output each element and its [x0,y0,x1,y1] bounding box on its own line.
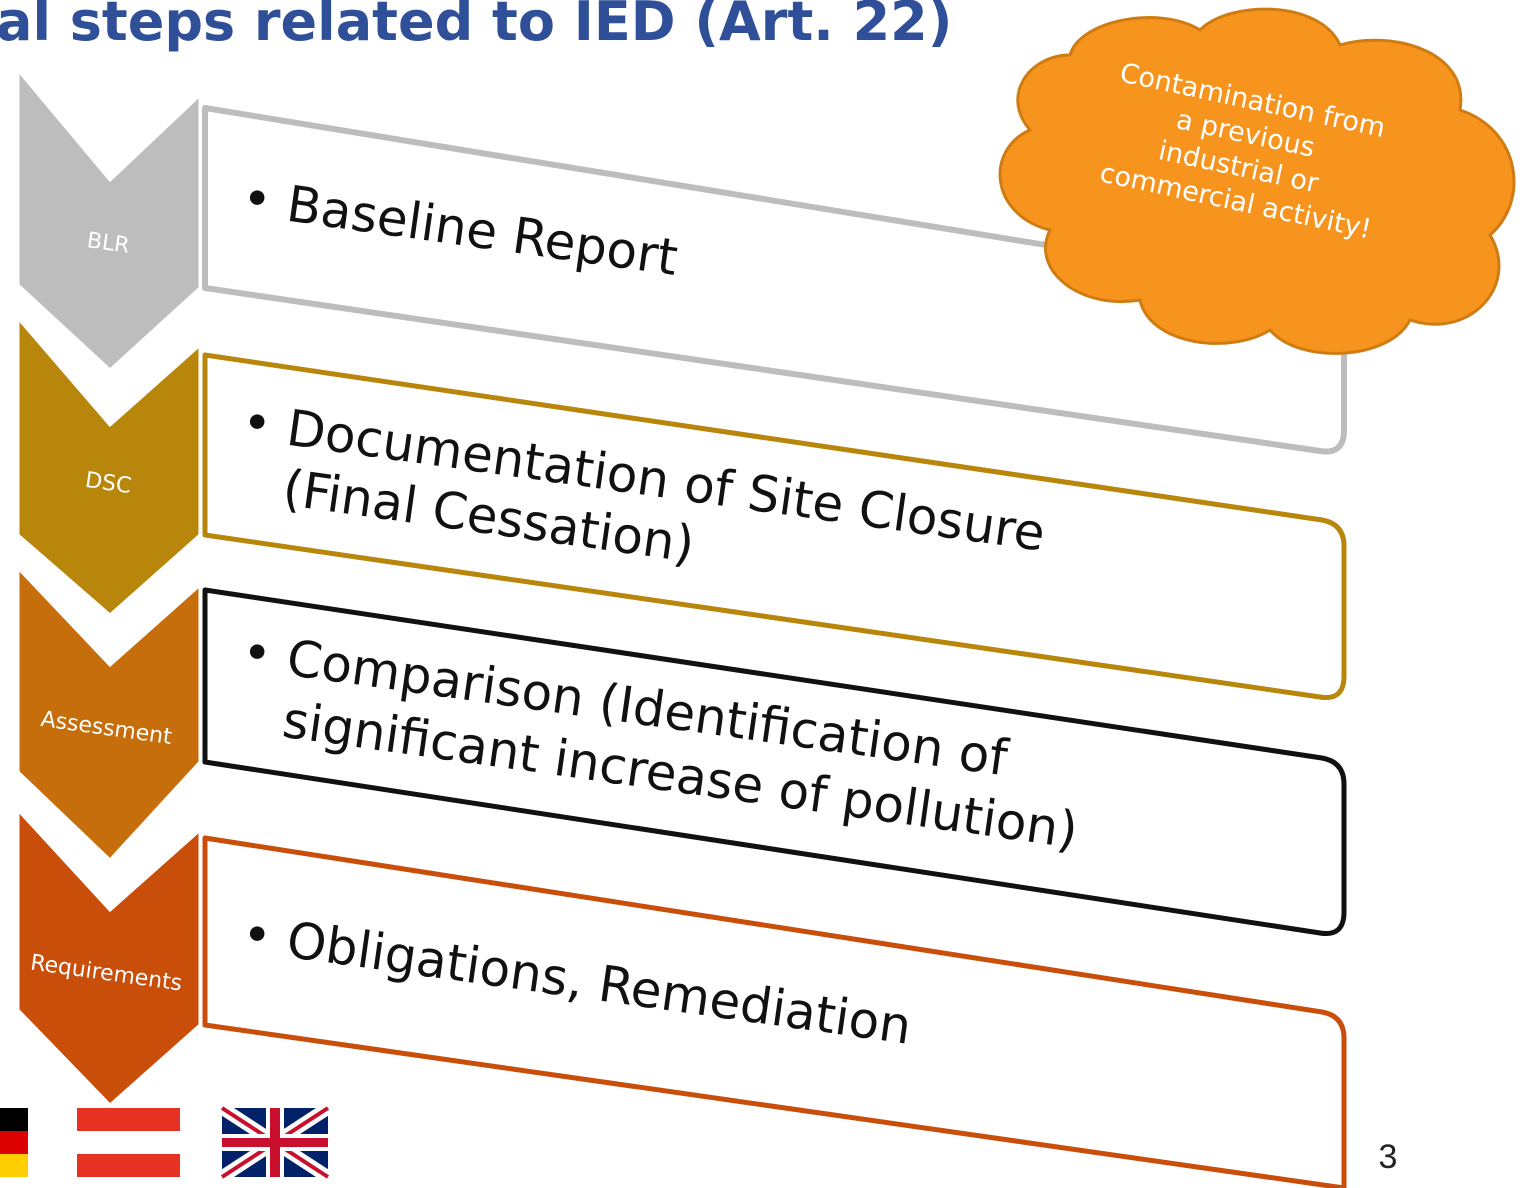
page-number: 3 [1379,1138,1398,1176]
step-blr: BLR • Baseline Report [16,65,1347,455]
step-dsc-box [202,352,1347,701]
step-assessment-box [202,587,1347,937]
step-dsc: DSC • Documentation of Site Closure (Fin… [16,313,1347,701]
uk-flag-icon [218,1102,332,1183]
germany-flag-icon [0,1108,28,1177]
slide-title: al steps related to IED (Art. 22) [0,0,952,53]
step-assessment: Assessment • Comparison (Identification … [16,564,1347,937]
step-requirements: Requirements • Obligations, Remediation [16,806,1347,1188]
austria-flag-icon [77,1108,180,1177]
step-requirements-box [202,835,1347,1188]
step-dsc-chevron [16,313,202,617]
step-blr-chevron [16,65,202,373]
step-blr-label: BLR [85,228,131,259]
contamination-callout: Contamination from a previous industrial… [998,7,1516,355]
cloud-shape [998,7,1516,355]
step-requirements-chevron [16,806,202,1108]
step-assessment-chevron [16,564,202,863]
